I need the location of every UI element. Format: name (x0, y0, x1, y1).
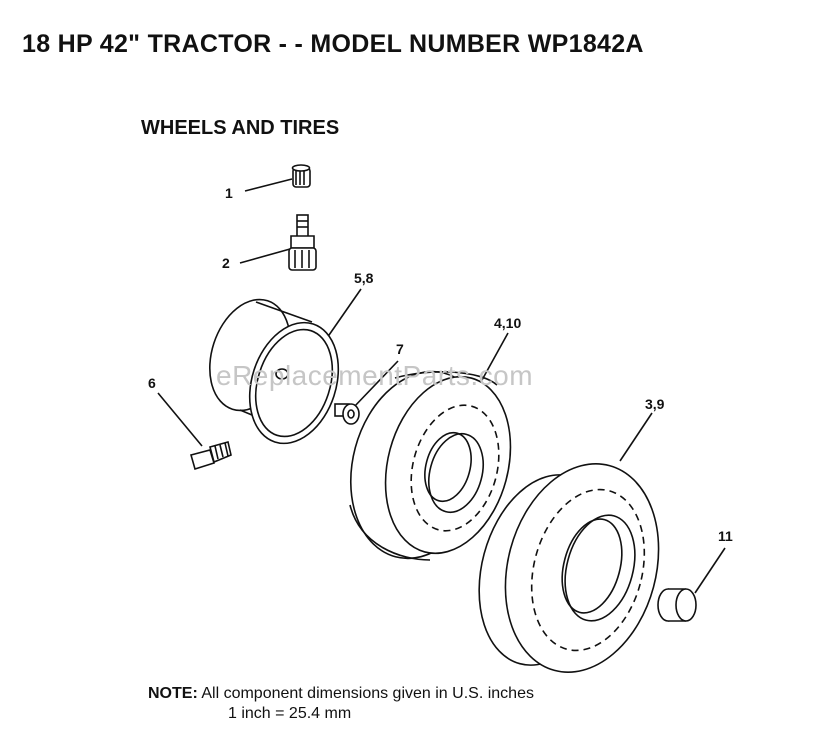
rear-tire-part (478, 412, 660, 673)
note-line-2: 1 inch = 25.4 mm (228, 705, 352, 722)
note-block: NOTE: All component dimensions given in … (148, 684, 534, 722)
bushing-part (334, 360, 399, 425)
callout-4-10: 4,10 (494, 315, 522, 331)
bolt-part (157, 392, 232, 471)
valve-stem-part (239, 214, 317, 271)
wheel-rim-part (208, 288, 362, 445)
callout-6: 6 (148, 375, 156, 391)
callout-7: 7 (396, 341, 404, 357)
section-title: WHEELS AND TIRES (141, 117, 340, 139)
hub-cap-part (657, 547, 726, 622)
watermark: eReplacementParts.com (216, 360, 534, 391)
note-label: NOTE: (148, 685, 198, 702)
front-tire-part (349, 332, 512, 561)
valve-cap-part (244, 164, 311, 192)
note-line-1: All component dimensions given in U.S. i… (201, 685, 534, 702)
callout-11: 11 (718, 528, 733, 544)
callout-2: 2 (222, 255, 230, 271)
callout-3-9: 3,9 (645, 396, 665, 412)
callout-5-8: 5,8 (354, 270, 374, 286)
callout-1: 1 (225, 185, 233, 201)
diagram-title: 18 HP 42" TRACTOR - - MODEL NUMBER WP184… (22, 30, 644, 58)
